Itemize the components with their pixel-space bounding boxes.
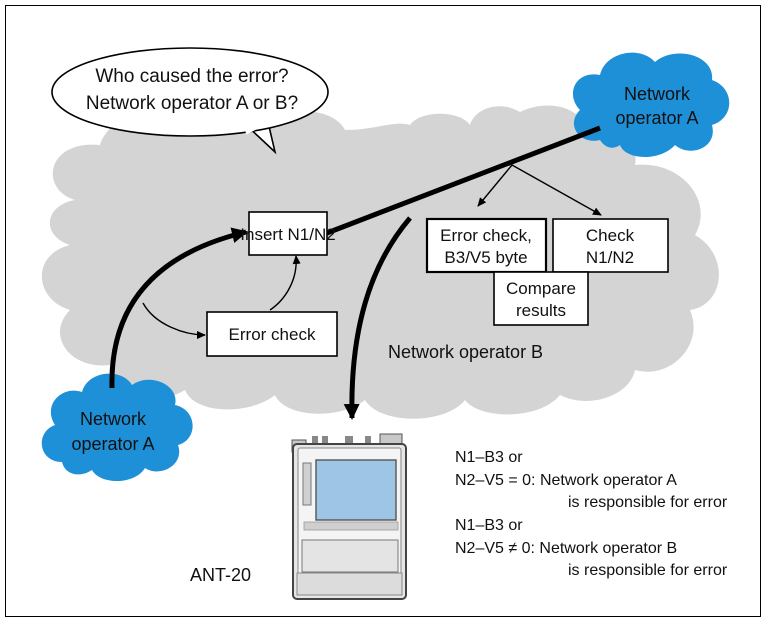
error-check-b3v5-line1: Error check,: [440, 226, 532, 245]
network-operator-b-label: Network operator B: [388, 342, 543, 362]
cloud-bottom-line1: Network: [80, 409, 147, 429]
error-check-branch-arrow: [142, 302, 206, 339]
insert-n1n2-box: Insert N1/N2: [240, 211, 336, 256]
ant20-device-icon: [291, 433, 407, 600]
result-b-line1: N1–B3 or: [455, 517, 523, 534]
check-n1n2-line2: N1/N2: [586, 248, 634, 267]
speech-bubble-line2: Network operator A or B?: [86, 93, 298, 114]
thick-path-insert-to-cloud-a: [326, 125, 601, 236]
result-a-line2: N2–V5 = 0: Network operator A: [455, 472, 677, 489]
cloud-bottom-line2: operator A: [71, 434, 154, 454]
cloud-top-line2: operator A: [615, 108, 698, 128]
cloud-top-line1: Network: [624, 84, 691, 104]
result-a-line1: N1–B3 or: [455, 449, 523, 466]
result-b-line2: N2–V5 ≠ 0: Network operator B: [455, 540, 677, 557]
result-a-line3: is responsible for error: [568, 494, 728, 511]
ant20-label: ANT-20: [190, 565, 251, 585]
insert-n1n2-label: Insert N1/N2: [240, 225, 335, 244]
speech-bubble: Who caused the error? Network operator A…: [51, 47, 329, 155]
network-operator-a-cloud-top: Network operator A: [572, 52, 730, 158]
result-b-line3: is responsible for error: [568, 562, 728, 579]
thick-path-to-insert: [109, 227, 248, 389]
branch-arrow-left: [477, 164, 513, 207]
check-n1n2-box: Check N1/N2: [552, 218, 669, 273]
speech-bubble-line1: Who caused the error?: [95, 66, 288, 87]
network-operator-a-cloud-bottom: Network operator A: [41, 373, 193, 482]
branch-arrow-right: [511, 164, 602, 216]
error-check-to-insert-arrow: [269, 255, 301, 311]
thick-path-down-to-ant20: [343, 216, 412, 420]
compare-results-box: Compare results: [493, 271, 589, 326]
error-check-label: Error check: [229, 325, 316, 344]
error-check-b3v5-box: Error check, B3/V5 byte: [425, 217, 548, 274]
error-check-b3v5-line2: B3/V5 byte: [444, 248, 527, 267]
results-legend: N1–B3 or N2–V5 = 0: Network operator A i…: [455, 449, 728, 579]
check-n1n2-line1: Check: [586, 226, 635, 245]
error-check-box: Error check: [206, 311, 338, 357]
compare-results-line1: Compare: [506, 279, 576, 298]
compare-results-line2: results: [516, 301, 566, 320]
